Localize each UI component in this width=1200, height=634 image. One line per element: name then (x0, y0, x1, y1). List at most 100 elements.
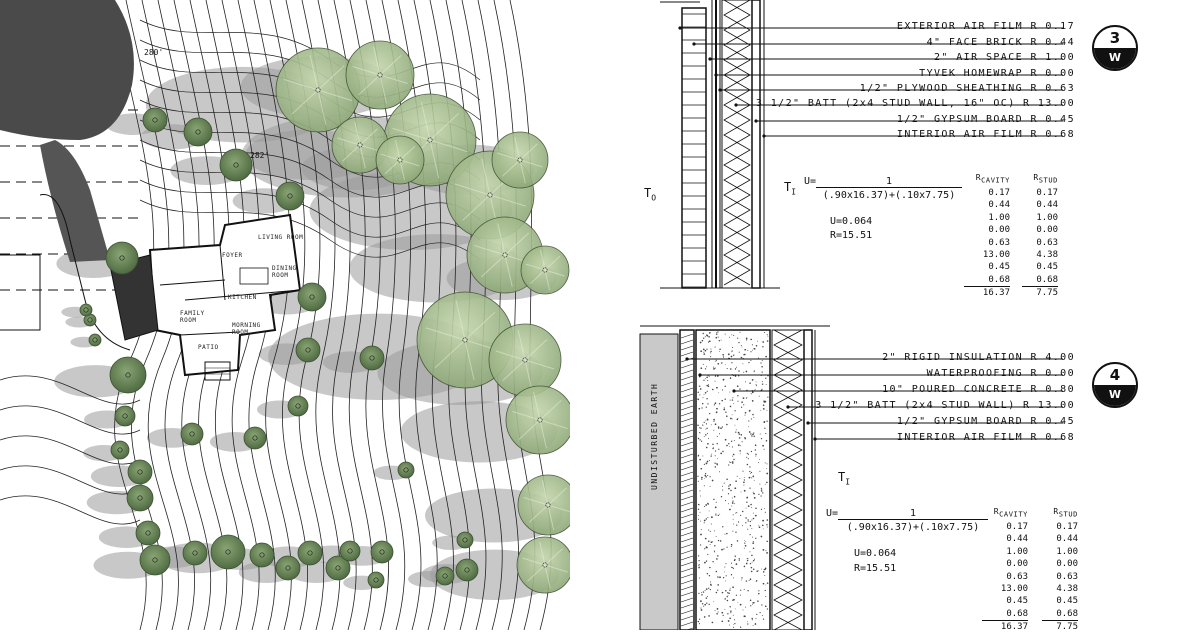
layer-label: 3 1/2" BATT (2x4 STUD WALL, 16" OC) R 13… (755, 98, 1075, 109)
wall-section-drawing-3 (660, 0, 1063, 289)
r-value-cell: 4.38 (1036, 250, 1058, 261)
outside-temp-symbol: TO (644, 186, 657, 203)
r-value-cell: 0.68 (1056, 608, 1078, 619)
u-numerator: 1 (838, 508, 988, 520)
driveway (39, 194, 131, 351)
u-prefix: U= (804, 176, 817, 187)
layer-label: 2" RIGID INSULATION R 4.00 (882, 352, 1075, 363)
neighbor-building (0, 254, 41, 331)
u-value: U=0.064 (854, 548, 897, 559)
tree (88, 333, 102, 347)
r-value-cell: 0.00 (1006, 559, 1028, 570)
r-value: R=15.51 (854, 563, 897, 574)
r-value-cell: 0.17 (1056, 522, 1078, 532)
r-stud-header: RSTUD (1053, 507, 1078, 519)
detail-sheet: W (1094, 48, 1136, 69)
room-label-patio: PATIO (198, 344, 219, 351)
tree (339, 540, 361, 562)
r-value-cell: 4.38 (1056, 584, 1078, 595)
tree (275, 181, 305, 211)
tree (126, 484, 154, 512)
layer-label: 10" POURED CONCRETE R 0.80 (882, 384, 1075, 395)
layer-label: 3 1/2" BATT (2x4 STUD WALL) R 13.00 (815, 400, 1075, 411)
contour-label: 280' (144, 48, 163, 57)
wall-section-detail-3: EXTERIOR AIR FILM R 0.17 4" FACE BRICK R… (600, 0, 1200, 320)
room-label-dining: DINING ROOM (272, 265, 297, 279)
r-value-cell: 1.00 (1036, 212, 1058, 223)
detail-marker-4: 4 W (1092, 362, 1138, 408)
detail-sheet: W (1094, 385, 1136, 406)
r-value-cell: 0.68 (988, 274, 1010, 285)
tree (370, 540, 394, 564)
r-value-cell: 0.45 (988, 262, 1010, 273)
room-label-living: LIVING ROOM (258, 234, 304, 241)
layer-label: 2" AIR SPACE R 1.00 (934, 52, 1075, 63)
tree (127, 459, 153, 485)
tree (183, 117, 213, 147)
u-denominator: (.90x16.37)+(.10x7.75) (822, 190, 956, 201)
tree (243, 426, 267, 450)
layer-label: 1/2" GYPSUM BOARD R 0.45 (896, 416, 1075, 427)
tree (135, 520, 161, 546)
r-value-cell: 0.44 (1056, 534, 1078, 545)
layer-label: 1/2" GYPSUM BOARD R 0.45 (896, 114, 1075, 125)
layer-label: WATERPROOFING R 0.00 (926, 368, 1075, 379)
r-value-cell: 0.68 (1006, 608, 1028, 619)
r-value-cell: 0.00 (988, 225, 1010, 236)
tree (456, 531, 474, 549)
tree (367, 571, 385, 589)
r-cavity-header: RCAVITY (993, 507, 1028, 519)
r-value-cell: 13.00 (982, 250, 1010, 261)
tree (210, 534, 246, 570)
r-total: 16.37 (982, 620, 1028, 633)
pond (0, 0, 134, 140)
wall-section-detail-4: UNDISTURBED EARTH 2" RIGID INSULATION R … (600, 320, 1200, 632)
tree (249, 542, 275, 568)
room-label-family: FAMILY ROOM (180, 310, 205, 324)
r-cavity-header: RCAVITY (975, 173, 1010, 185)
site-plan-drawing: 280' 282' (0, 0, 570, 630)
tree (142, 107, 168, 133)
trees (79, 40, 570, 594)
r-value-cell: 0.63 (1006, 571, 1028, 582)
r-total: 16.37 (964, 286, 1010, 299)
tree (114, 405, 136, 427)
detail-marker-3: 3 W (1092, 25, 1138, 71)
r-value-cell: 13.00 (1000, 584, 1028, 595)
wall-section-drawing-4 (639, 325, 1063, 630)
r-value-cell: 0.68 (1036, 274, 1058, 285)
tree (182, 540, 208, 566)
driveway-shadow (40, 140, 110, 262)
u-prefix: U= (826, 508, 839, 519)
tree (297, 282, 327, 312)
tree (435, 566, 455, 586)
r-value-cell: 0.63 (988, 237, 1010, 248)
r-value-cell: 0.44 (1036, 200, 1058, 211)
layer-label: INTERIOR AIR FILM R 0.68 (896, 432, 1075, 443)
tree (455, 558, 479, 582)
detail-number: 3 (1109, 29, 1121, 47)
r-value-cell: 0.44 (988, 200, 1010, 211)
layer-label: INTERIOR AIR FILM R 0.68 (896, 129, 1075, 140)
inside-temp-symbol: TI (838, 470, 851, 487)
r-stud-header: RSTUD (1033, 173, 1058, 185)
tree (105, 241, 139, 275)
r-total: 7.75 (1022, 286, 1058, 299)
tree (109, 356, 147, 394)
r-value-cell: 0.00 (1056, 559, 1078, 570)
layer-label: 4" FACE BRICK R 0.44 (926, 37, 1075, 48)
u-denominator: (.90x16.37)+(.10x7.75) (846, 522, 980, 533)
layer-label: TYVEK HOMEWRAP R 0.00 (919, 68, 1075, 79)
tree (219, 148, 253, 182)
house-footprint (109, 213, 302, 381)
tree (397, 461, 415, 479)
undisturbed-earth-label: UNDISTURBED EARTH (650, 382, 659, 490)
tree (295, 337, 321, 363)
inside-temp-symbol: TI (784, 180, 797, 197)
r-value-cell: 0.63 (1036, 237, 1058, 248)
layer-label: EXTERIOR AIR FILM R 0.17 (896, 21, 1075, 32)
